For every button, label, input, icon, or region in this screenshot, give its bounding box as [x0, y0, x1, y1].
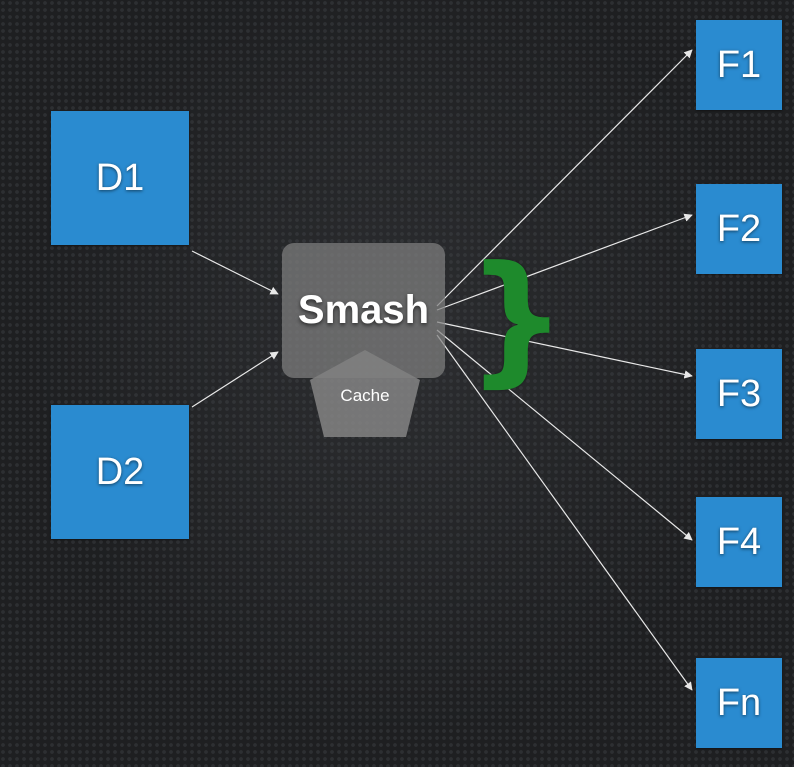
arrow-smash-to-f2 [436, 213, 693, 311]
target-label-f4: F4 [716, 521, 762, 563]
source-box-d2: D2 [51, 405, 189, 539]
target-box-fn: Fn [696, 658, 782, 748]
target-box-f2: F2 [696, 184, 782, 274]
source-box-d1: D1 [51, 111, 189, 245]
target-label-f1: F1 [716, 44, 762, 86]
source-label-d1: D1 [95, 157, 145, 199]
arrow-smash-to-f4 [436, 329, 693, 541]
target-label-fn: Fn [716, 682, 762, 724]
target-box-f3: F3 [696, 349, 782, 439]
target-label-f2: F2 [716, 208, 762, 250]
curly-brace-icon: } [466, 236, 568, 401]
arrow-smash-to-f3 [436, 321, 693, 379]
arrow-smash-to-f1 [436, 49, 693, 307]
target-label-f3: F3 [716, 373, 762, 415]
smash-label: Smash [297, 288, 430, 332]
target-box-f1: F1 [696, 20, 782, 110]
arrow-d1-to-smash [191, 250, 279, 295]
smash-processor-box: Smash [282, 243, 445, 378]
target-box-f4: F4 [696, 497, 782, 587]
source-label-d2: D2 [95, 451, 145, 493]
arrow-d2-to-smash [191, 351, 279, 408]
arrow-smash-to-fn [436, 334, 693, 691]
cache-label: Cache [340, 386, 390, 405]
